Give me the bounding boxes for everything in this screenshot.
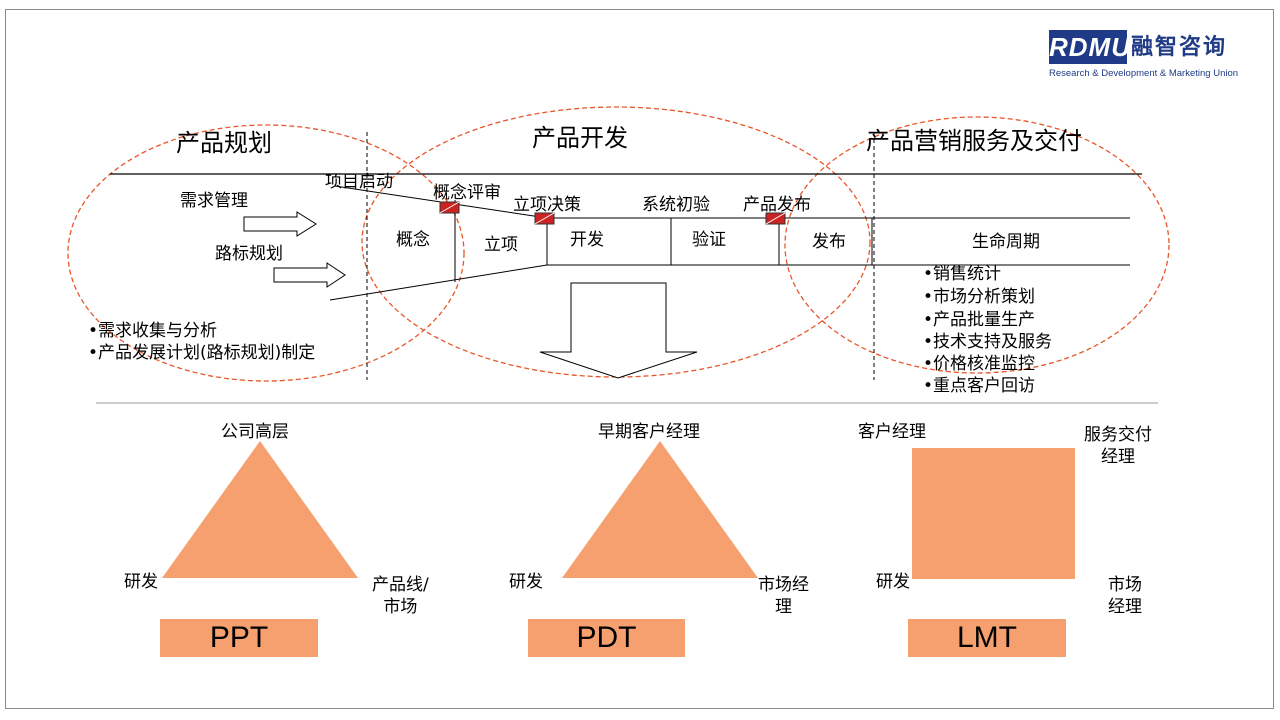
logo-mark: RDMU <box>1049 30 1131 64</box>
rdmu-logo: RDMU 融智咨询 Research & Development & Marke… <box>1049 30 1254 82</box>
lmt-left-role: 研发 <box>876 572 910 592</box>
pdt-badge: PDT <box>528 619 685 657</box>
slide-frame <box>5 9 1274 709</box>
ppt-left-role: 研发 <box>124 572 158 592</box>
stage-verification: 验证 <box>692 230 726 250</box>
stage-concept: 概念 <box>396 230 430 250</box>
planning-ellipse <box>67 124 465 382</box>
lifecycle-bullet: •重点客户回访 <box>923 376 1036 396</box>
lmt-right-role: 市场 经理 <box>1108 575 1142 617</box>
ppt-top-role: 公司高层 <box>221 422 289 442</box>
demand-arrow <box>243 211 317 237</box>
stage-lifecycle: 生命周期 <box>972 232 1040 252</box>
ppt-triangle <box>162 441 358 578</box>
milestone-marker-concept-review <box>439 201 460 214</box>
lmt-top-right-role: 服务交付 经理 <box>1084 425 1152 467</box>
milestone-marker-release <box>765 212 786 225</box>
ppt-right-role: 产品线/ 市场 <box>372 575 429 617</box>
lifecycle-bullet: •技术支持及服务 <box>923 332 1053 352</box>
milestone-label-concept-review: 概念评审 <box>433 183 501 203</box>
milestone-label-kickoff: 项目启动 <box>325 172 393 192</box>
planning-bullet: •需求收集与分析 <box>88 321 218 341</box>
phase-title-development: 产品开发 <box>532 124 628 152</box>
lmt-square <box>912 448 1075 579</box>
pdt-top-role: 早期客户经理 <box>598 422 700 442</box>
lmt-top-role: 客户经理 <box>858 422 926 442</box>
stage-approval: 立项 <box>484 235 518 255</box>
stage-development: 开发 <box>570 230 604 250</box>
pdt-left-role: 研发 <box>509 572 543 592</box>
planning-bullet: •产品发展计划(路标规划)制定 <box>88 343 316 363</box>
lifecycle-bullet: •产品批量生产 <box>923 310 1036 330</box>
lmt-badge: LMT <box>908 619 1066 657</box>
input-label-demand: 需求管理 <box>180 191 248 211</box>
phase-title-planning: 产品规划 <box>176 129 272 157</box>
lifecycle-bullet: •价格核准监控 <box>923 354 1036 374</box>
marketing-ellipse <box>784 116 1170 374</box>
lifecycle-bullet: •销售统计 <box>923 264 1002 284</box>
pdt-triangle <box>562 441 758 578</box>
logo-tagline: Research & Development & Marketing Union <box>1049 68 1239 79</box>
milestone-marker-approval <box>534 212 555 225</box>
funnel-bottom-line <box>329 264 548 301</box>
ppt-badge: PPT <box>160 619 318 657</box>
logo-name-cn: 融智咨询 <box>1131 34 1228 60</box>
stage-release: 发布 <box>812 232 846 252</box>
pdt-right-role: 市场经 理 <box>758 575 809 617</box>
milestone-label-system-check: 系统初验 <box>642 195 710 215</box>
phase-title-marketing: 产品营销服务及交付 <box>866 127 1082 155</box>
roadmap-arrow <box>273 262 346 288</box>
milestone-label-approval: 立项决策 <box>513 195 581 215</box>
milestone-label-release: 产品发布 <box>743 195 811 215</box>
input-label-roadmap: 路标规划 <box>215 244 283 264</box>
down-arrow <box>539 282 698 379</box>
lifecycle-bullet: •市场分析策划 <box>923 287 1036 307</box>
